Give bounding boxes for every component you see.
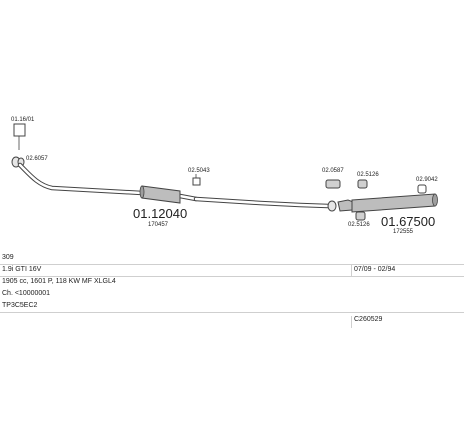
front-pipe-code-label: 01.12040 — [133, 206, 187, 221]
rear-silencer-code-label: 01.67500 — [381, 214, 435, 229]
rear-clamp-mid-part[interactable] — [357, 179, 368, 189]
specs-row: 1905 cc, 1601 P, 118 KW MF XLGL4 — [0, 276, 464, 288]
specs-value: 1905 cc, 1601 P, 118 KW MF XLGL4 — [2, 278, 116, 285]
rear-silencer-part[interactable] — [327, 193, 438, 213]
front-pipe-part[interactable] — [17, 162, 199, 204]
vehicle-info-table: 309 1.9i GTI 16V 07/09 - 02/94 1905 cc, … — [0, 250, 464, 328]
mid-hanger-part[interactable] — [192, 174, 201, 186]
top-bracket-label: 01.16/01 — [11, 117, 35, 123]
rear-silencer-ref-label: 172555 — [393, 229, 414, 235]
engine-value: 1.9i GTI 16V — [2, 266, 42, 273]
middle-pipe-part[interactable] — [193, 196, 331, 209]
engine-row: 1.9i GTI 16V 07/09 - 02/94 — [0, 264, 464, 277]
rear-rubber-label: 02.9042 — [416, 177, 438, 183]
mid-hanger-label: 02.5043 — [188, 168, 210, 174]
rear-clamp-low-label: 02.5126 — [348, 222, 370, 228]
model-row: 309 — [0, 252, 464, 265]
rear-rubber-part[interactable] — [417, 184, 427, 194]
type-code-value: TP3C5EC2 — [2, 302, 38, 309]
model-value: 309 — [2, 254, 14, 261]
rear-clamp-top-part[interactable] — [325, 179, 341, 189]
chassis-value: Ch. <10000001 — [2, 290, 51, 297]
years-value: 07/09 - 02/94 — [354, 266, 396, 273]
rear-clamp-low-part[interactable] — [355, 211, 366, 221]
column-divider — [351, 264, 352, 276]
chassis-row: Ch. <10000001 — [0, 288, 464, 300]
exhaust-diagram: 01.16/01 02.6057 01.12040 170457 02.5043… — [11, 117, 438, 235]
rear-clamp-top-label: 02.0587 — [322, 168, 344, 174]
front-pipe-ref-label: 170457 — [148, 222, 169, 228]
set-code-value: C260529 — [354, 316, 383, 323]
rear-clamp-mid-label: 02.5126 — [357, 172, 379, 178]
type-code-row: TP3C5EC2 — [0, 300, 464, 313]
top-bracket-part[interactable] — [13, 123, 26, 150]
front-clamp-label: 02.6057 — [26, 156, 48, 162]
column-divider — [351, 316, 352, 328]
set-code-row: C260529 — [0, 314, 464, 326]
